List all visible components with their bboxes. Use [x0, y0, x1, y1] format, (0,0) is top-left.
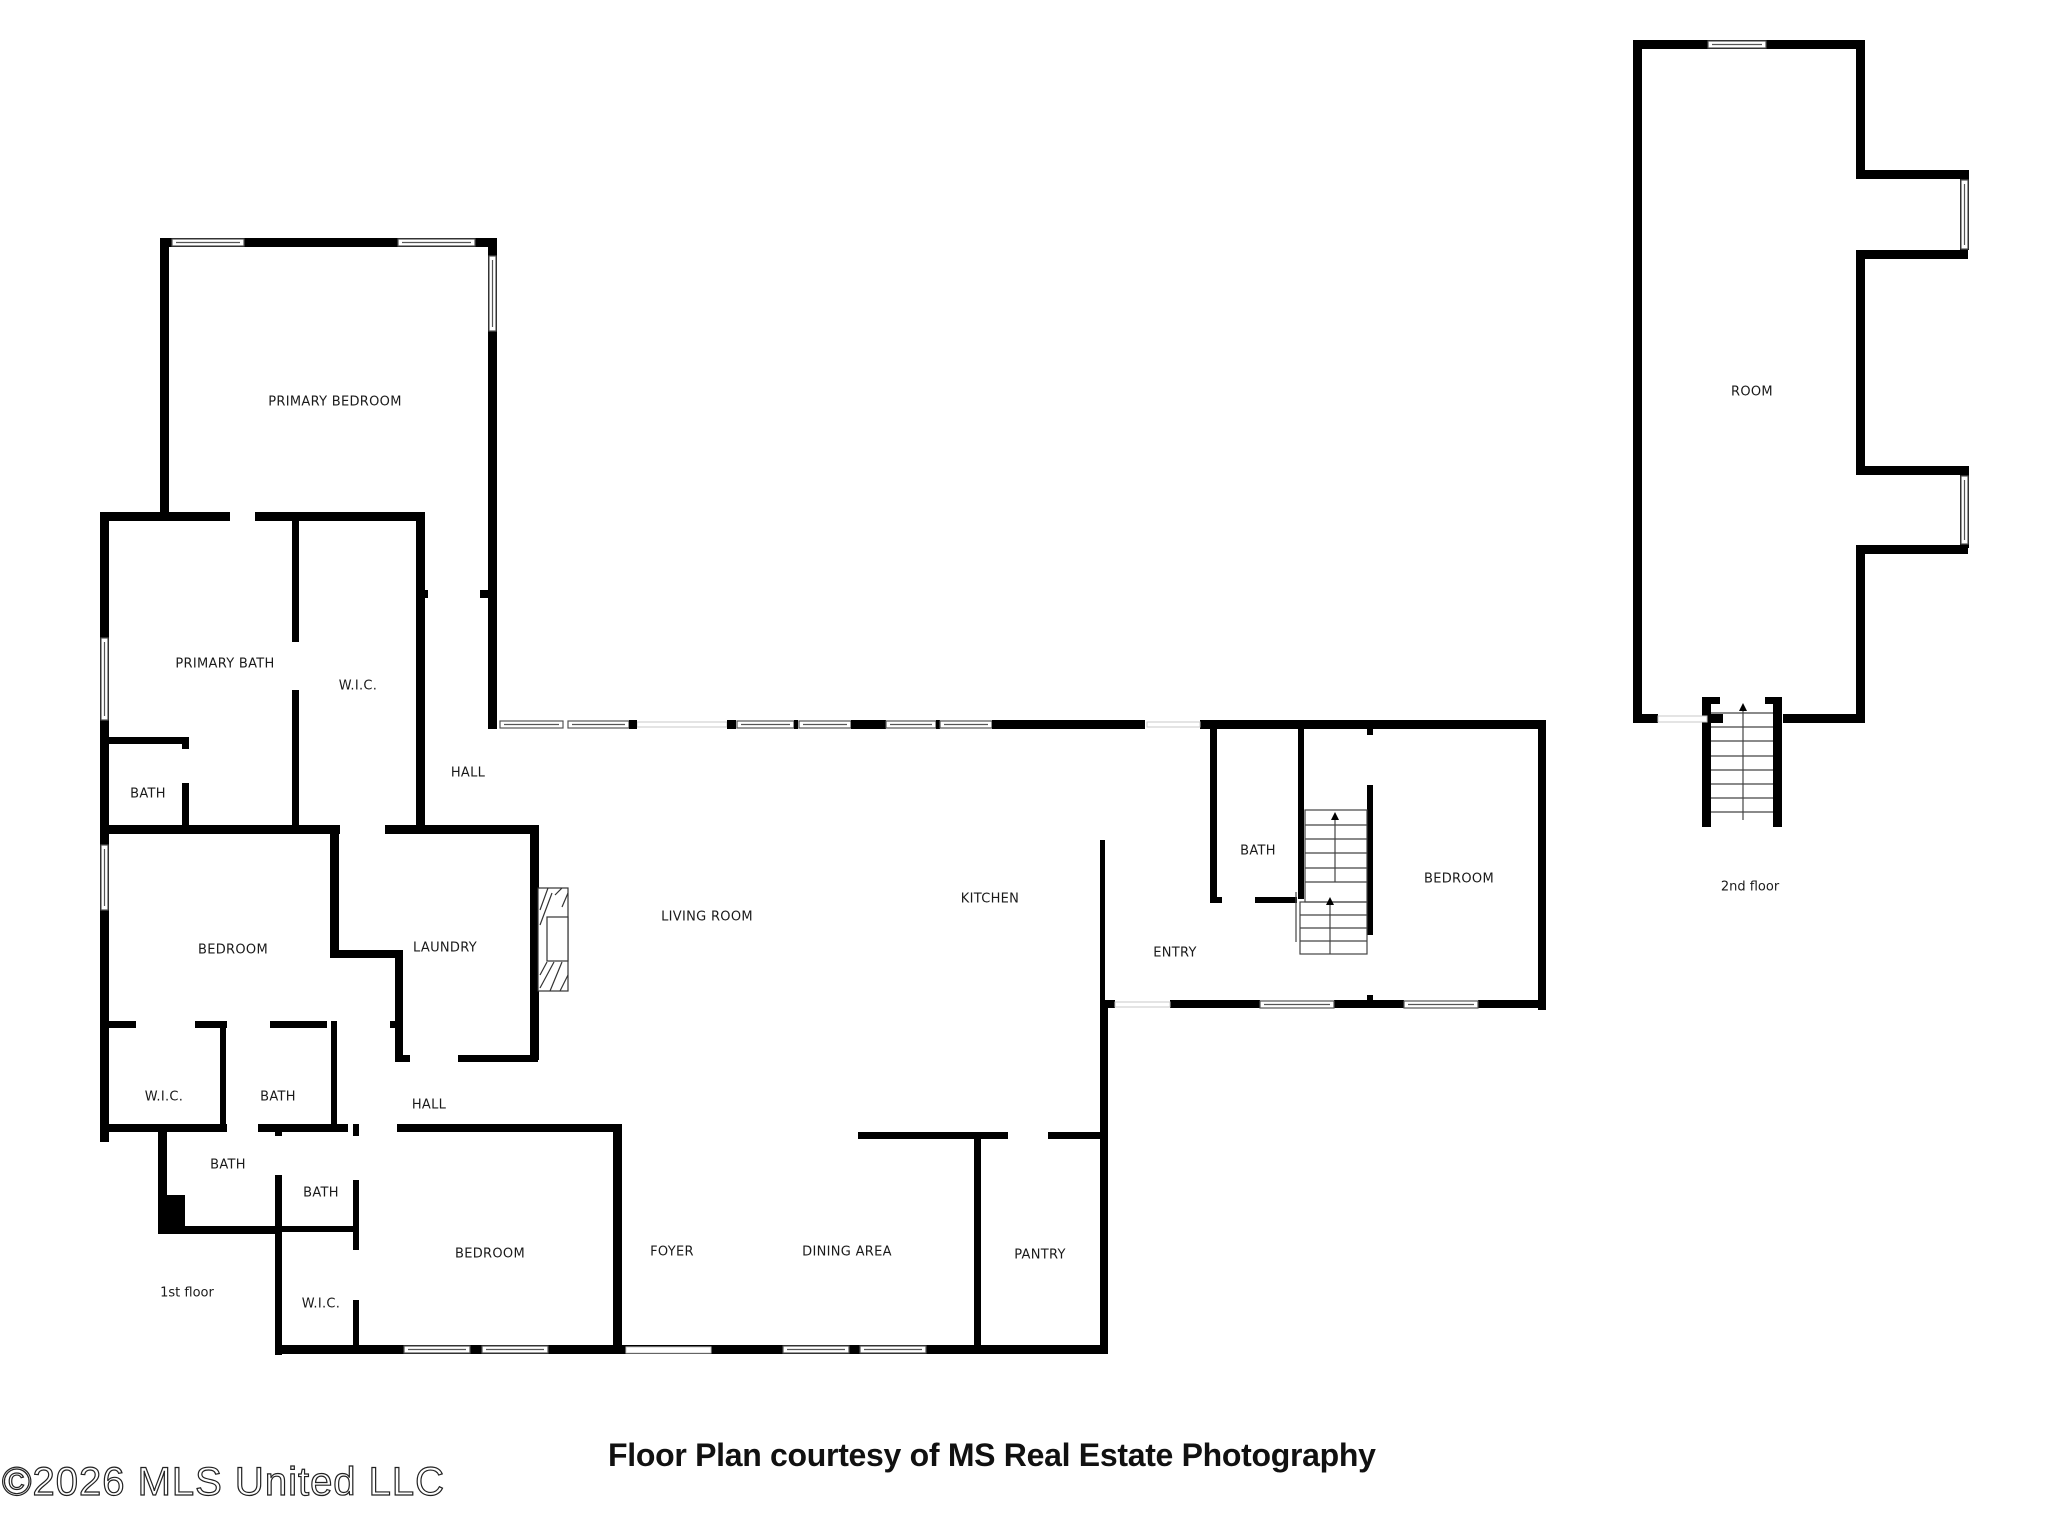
room-label-wic-south: W.I.C. [301, 1296, 341, 1312]
room-label-bedroom-west: BEDROOM [198, 942, 268, 958]
room-label-entry: ENTRY [1153, 945, 1197, 961]
room-label-small-bath: BATH [130, 786, 166, 802]
room-label-primary-bath: PRIMARY BATH [175, 656, 275, 672]
room-label-primary-wic: W.I.C. [338, 678, 378, 694]
room-label-bath-southwest: BATH [210, 1157, 246, 1173]
room-label-wic-west: W.I.C. [144, 1089, 184, 1105]
room-label-bath-south: BATH [303, 1185, 339, 1201]
floor-label-second: 2nd floor [1720, 879, 1780, 895]
copyright-watermark: ©2026 MLS United LLC [1, 1459, 446, 1504]
room-label-hall-upper: HALL [450, 765, 486, 781]
room-label-bedroom-east: BEDROOM [1424, 871, 1494, 887]
room-label-foyer: FOYER [650, 1244, 694, 1260]
fireplace [537, 887, 569, 992]
first-floor-stairs [1295, 809, 1368, 955]
room-label-hall-lower: HALL [411, 1097, 447, 1113]
room-label-laundry: LAUNDRY [413, 940, 477, 956]
room-label-living-room: LIVING ROOM [661, 909, 753, 925]
room-label-kitchen: KITCHEN [960, 891, 1020, 907]
second-floor-stairs [1711, 703, 1773, 820]
room-label-bath-east: BATH [1240, 843, 1276, 859]
room-label-pantry: PANTRY [1014, 1247, 1066, 1263]
room-label-primary-bedroom: PRIMARY BEDROOM [268, 394, 402, 410]
floor-plan-credit: Floor Plan courtesy of MS Real Estate Ph… [608, 1437, 1376, 1473]
second-floor-walls [1633, 40, 1969, 827]
second-floor-windows [1657, 40, 1969, 723]
floor-label-first: 1st floor [160, 1285, 214, 1301]
room-label-dining-area: DINING AREA [802, 1244, 892, 1260]
room-label-bath-west: BATH [260, 1089, 296, 1105]
room-label-room-2nd: ROOM [1731, 384, 1773, 400]
first-floor-windows [100, 238, 1479, 1354]
room-label-bedroom-south: BEDROOM [455, 1246, 525, 1262]
